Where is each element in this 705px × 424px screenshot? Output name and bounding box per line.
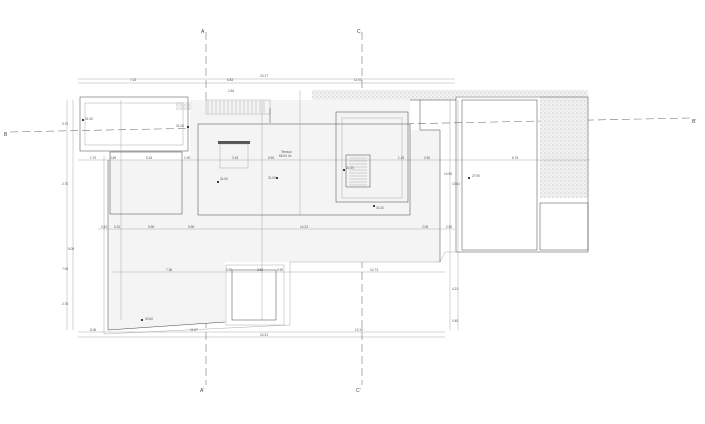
dim-left-4: 7.05 (62, 267, 68, 271)
elevation-markers: 31.00 31.00 31.00 31.00 31.00 31.00 27.9… (82, 117, 480, 321)
dim-row2-4: 5.96 (188, 225, 194, 229)
dim-row1-5: 3.15 (232, 156, 238, 160)
elevation-dot (217, 181, 219, 183)
dim-bottom-overall: 24.31 (260, 333, 268, 337)
dim-row2-7: 2.50 (446, 225, 452, 229)
dim-bottom-3: 10.15 (355, 328, 363, 332)
dim-row1-6: 5.93 (268, 156, 274, 160)
room-area: 66.00 m² (279, 154, 292, 158)
elevation-label: 31.00 (176, 124, 184, 128)
dim-row1-2: 0.65 (110, 156, 116, 160)
dim-right-2: 10.61 (452, 182, 460, 186)
elevation-label: 31.00 (346, 166, 354, 170)
stair (205, 99, 271, 123)
dim-row3-5: 14.73 (370, 268, 378, 272)
dim-top-2: 6.83 (227, 78, 233, 82)
dim-left-1: 3.70 (62, 122, 68, 126)
dim-row2-5: 14.23 (300, 225, 308, 229)
dim-row2-6: 2.05 (422, 225, 428, 229)
elevation-dot (468, 177, 470, 179)
dim-top-3: 11.03 (354, 78, 362, 82)
planter-hatch (312, 90, 588, 198)
elevation-label: 30.60 (145, 317, 153, 321)
walls (79, 96, 589, 335)
dim-row1-1: 1.70 (90, 156, 96, 160)
elevation-dot (343, 169, 345, 171)
elevation-dot (141, 319, 143, 321)
dim-row1-8: 2.50 (424, 156, 430, 160)
section-a-bottom: A' (200, 388, 204, 394)
elevation-label: 31.00 (85, 117, 93, 121)
dim-row3-1: 7.36 (166, 268, 172, 272)
elevation-dot (373, 205, 375, 207)
inner-stair (349, 157, 367, 186)
dim-stair: 2.64 (228, 89, 234, 93)
dim-bottom-2: 11.67 (190, 328, 198, 332)
dim-row1-7: 1.15 (398, 156, 404, 160)
elevation-dot (82, 119, 84, 121)
dim-row2-2: 0.32 (114, 225, 120, 229)
elevation-label: 31.00 (220, 177, 228, 181)
dim-row3-2: 0.90 (226, 268, 232, 272)
dim-right-4: 0.45 (452, 319, 458, 323)
section-c-bottom: C' (356, 388, 361, 394)
elevation-label: 27.90 (472, 174, 480, 178)
dim-top-overall: 23.17 (260, 74, 268, 78)
dim-row1-3: 5.15 (146, 156, 152, 160)
dim-row2-1: 0.42 (101, 225, 107, 229)
dim-left-5: 2.76 (62, 302, 68, 306)
dim-row2-3: 5.96 (148, 225, 154, 229)
dim-left-3: 5.05 (68, 247, 74, 251)
dim-top-1: 7.23 (130, 78, 136, 82)
section-b-left: B (4, 132, 8, 138)
section-c-top: C (357, 29, 361, 35)
section-b-right: B' (692, 119, 696, 125)
elevation-dot (276, 177, 278, 179)
dimension-lines (66, 78, 590, 338)
section-a-top: A (201, 29, 205, 35)
dim-row3-3: 3.59 (257, 268, 263, 272)
room-name: Terraço (281, 150, 292, 154)
dim-right-3: 4.21 (452, 287, 458, 291)
elevation-label: 31.00 (376, 206, 384, 210)
dim-row1-9: 6.75 (512, 156, 518, 160)
dim-left-2: 2.70 (62, 182, 68, 186)
dim-right-1: 10.95 (444, 172, 452, 176)
dim-row3-4: 0.90 (277, 268, 283, 272)
elevation-label: 31.00 (268, 176, 276, 180)
dim-row1-4: 1.90 (184, 156, 190, 160)
elevation-dot (187, 126, 189, 128)
dim-bottom-1: 5.06 (90, 328, 96, 332)
